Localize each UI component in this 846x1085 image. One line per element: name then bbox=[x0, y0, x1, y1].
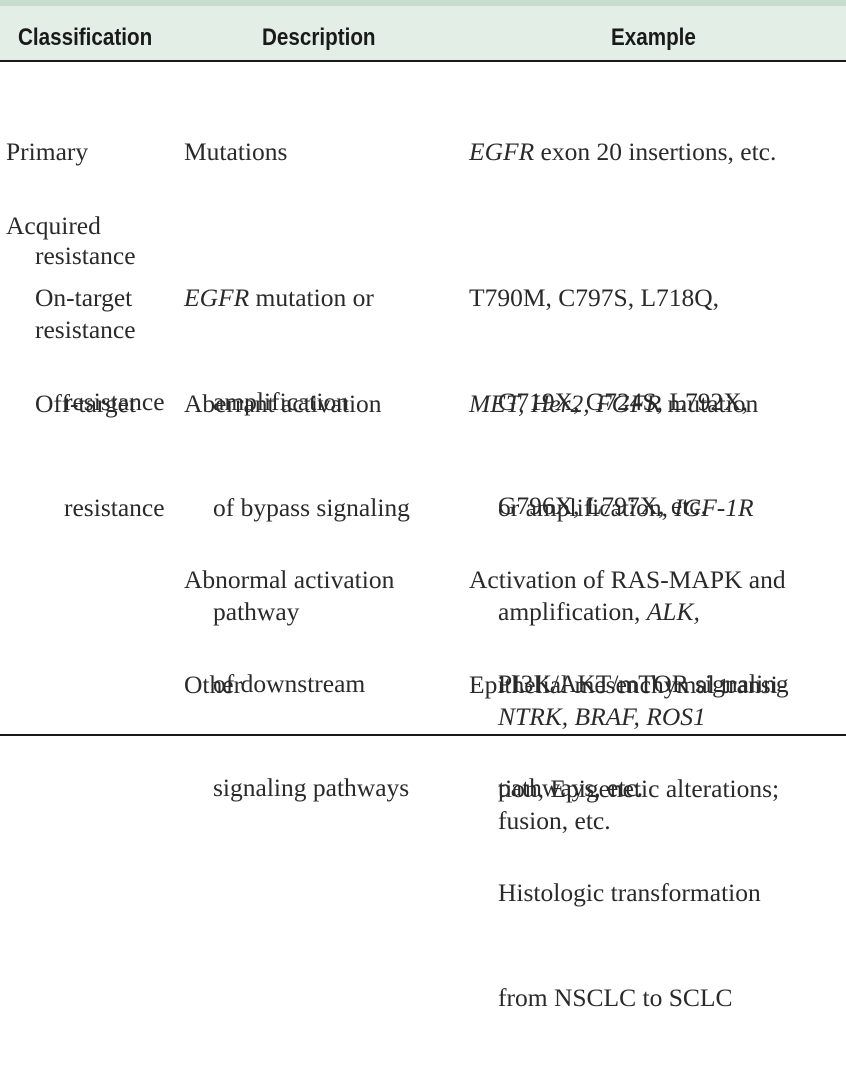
table-top-rule bbox=[0, 0, 846, 6]
off-target-example: MET, Her2, FGFR mutation or amplificatio… bbox=[469, 388, 759, 836]
header-classification: Classification bbox=[18, 24, 153, 51]
on-target-example: T790M, C797S, L718Q, G719X, G724S, L792X… bbox=[469, 282, 749, 521]
other-description: Other bbox=[184, 669, 243, 699]
off-target-classification: Off-target resistance bbox=[35, 388, 165, 522]
primary-example: EGFR exon 20 insertions, etc. bbox=[469, 136, 777, 166]
on-target-description: EGFR mutation or amplification bbox=[184, 282, 374, 416]
table-header-row: Classification Description Example bbox=[0, 6, 846, 61]
other-example: Epithelial mesenchymal transi- tion, Epi… bbox=[469, 669, 787, 1012]
on-target-classification: On-target resistance bbox=[35, 282, 165, 416]
off-target-description: Aberrant activation of bypass signaling … bbox=[184, 388, 410, 627]
resistance-table: Classification Description Example Prima… bbox=[0, 0, 846, 1012]
acquired-classification: Acquired resistance bbox=[6, 210, 136, 344]
header-description: Description bbox=[262, 24, 376, 51]
table-header-rule bbox=[0, 60, 846, 62]
primary-description: Mutations bbox=[184, 136, 288, 166]
table-bottom-rule bbox=[0, 734, 846, 736]
primary-classification: Primary resistance bbox=[6, 136, 136, 270]
header-example: Example bbox=[611, 24, 696, 51]
